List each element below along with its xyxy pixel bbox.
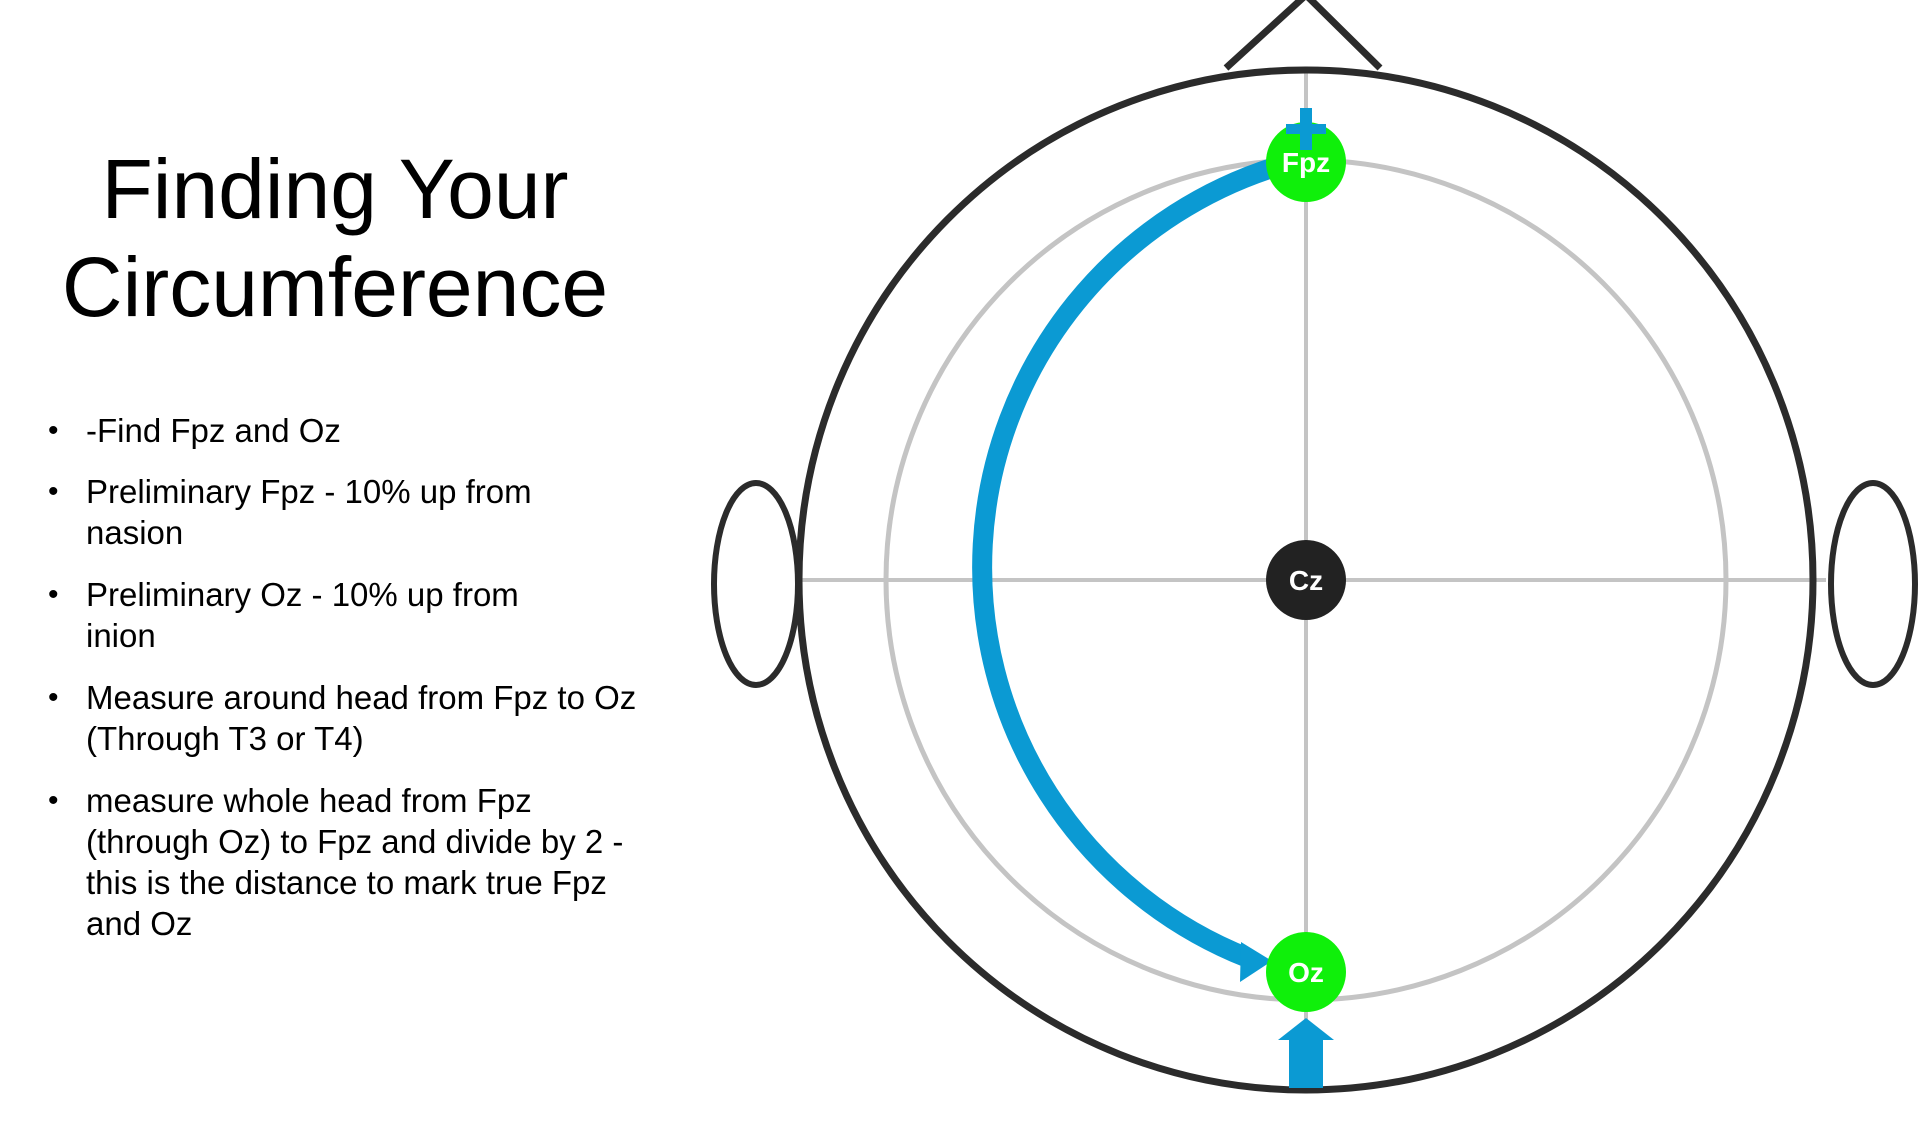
- bullet-symbol: •: [48, 578, 59, 611]
- bullet-text: measure whole head from Fpz (through Oz)…: [86, 782, 624, 942]
- nose-outline: [1223, 0, 1383, 71]
- electrode-oz-label: Oz: [1288, 957, 1324, 988]
- bullet-item: • -Find Fpz and Oz: [44, 410, 644, 451]
- bullet-text: -Find Fpz and Oz: [86, 412, 341, 449]
- bullet-text: Preliminary Fpz - 10% up from nasion: [86, 473, 532, 551]
- bullet-list: • -Find Fpz and Oz • Preliminary Fpz - 1…: [44, 410, 644, 965]
- left-ear-outline: [711, 480, 801, 688]
- bullet-symbol: •: [48, 475, 59, 508]
- bullet-item: • Preliminary Oz - 10% up from inion: [44, 574, 644, 656]
- electrode-cz-label: Cz: [1289, 565, 1323, 596]
- bottom-arrow-head: [1278, 1018, 1334, 1040]
- bullet-text: Measure around head from Fpz to Oz (Thro…: [86, 679, 637, 757]
- electrode-oz: [1266, 932, 1346, 1012]
- measurement-arc: [972, 152, 1295, 968]
- slide-title-line-2: Circumference: [61, 240, 609, 334]
- bullet-symbol: •: [48, 681, 59, 714]
- right-ear-outline: [1828, 480, 1918, 688]
- bullet-item: • Measure around head from Fpz to Oz (Th…: [44, 677, 644, 759]
- slide-title-line-1: Finding Your: [101, 142, 569, 236]
- head-outline: [795, 66, 1817, 1094]
- bullet-symbol: •: [48, 784, 59, 817]
- electrode-fpz: [1266, 122, 1346, 202]
- top-marker-horizontal: [1286, 124, 1326, 134]
- measurement-arrowhead: [1240, 942, 1272, 982]
- electrode-cz: [1266, 540, 1346, 620]
- bullet-item: • measure whole head from Fpz (through O…: [44, 780, 644, 944]
- bullet-text: Preliminary Oz - 10% up from inion: [86, 576, 519, 654]
- bottom-arrow-shaft: [1289, 1036, 1323, 1088]
- slide-title: Finding Your Circumference: [40, 140, 630, 336]
- bullet-symbol: •: [48, 414, 59, 447]
- electrode-fpz-label: Fpz: [1282, 147, 1330, 178]
- bullet-item: • Preliminary Fpz - 10% up from nasion: [44, 471, 644, 553]
